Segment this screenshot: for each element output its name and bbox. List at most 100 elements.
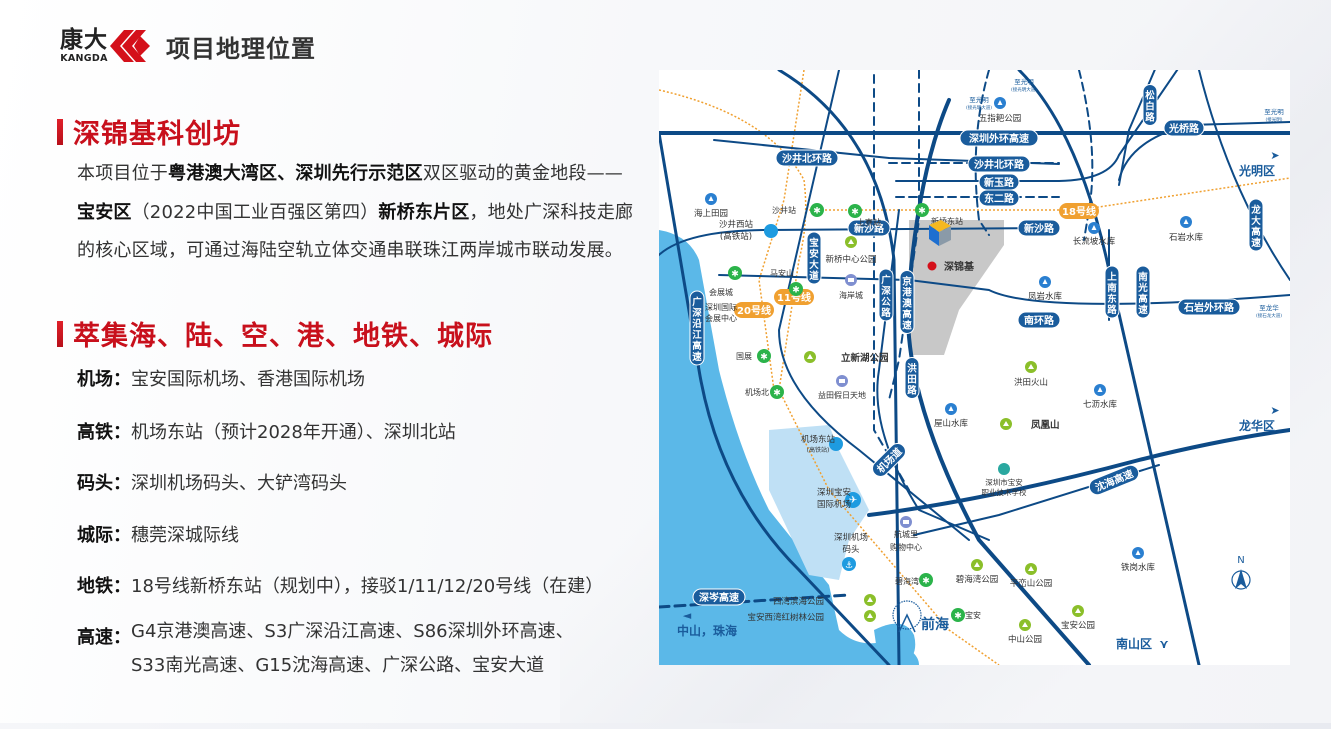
fact-value: 深圳机场码头、大铲湾码头 <box>131 473 347 494</box>
road-label-text: 新沙路 <box>1024 222 1055 235</box>
metro-station-icon <box>848 204 862 218</box>
high-speed-rail-icon <box>829 437 843 451</box>
poi-label: 沙井西站 <box>719 219 754 230</box>
intro-bold: 新桥东片区 <box>378 201 470 223</box>
road-label-text: 广 <box>881 274 891 286</box>
metro-station-label: 国展 <box>736 352 752 361</box>
mall-label: 益田假日天地 <box>818 390 866 400</box>
tree-glyph <box>1183 219 1189 224</box>
section-heading-transport: 萃集海、陆、空、港、地铁、城际 <box>57 314 493 353</box>
road-label-pill <box>692 588 746 606</box>
arrow-down-icon: ⋎ <box>1159 637 1169 651</box>
poi-label: 深圳机场 <box>834 532 868 543</box>
road-songbai <box>1118 70 1156 186</box>
road-dashed-north <box>873 74 910 491</box>
map-canvas: 深圳外环高速沙井北环路沙井北环路新玉路东二路新沙路新沙路光桥路南环路石岩外环路沈… <box>659 70 1290 665</box>
metro-line-18 <box>809 177 1290 211</box>
fact-intercity: 城际：穗莞深城际线 <box>77 521 239 547</box>
road-label-text: 南 <box>1107 282 1117 294</box>
fact-label: 地铁： <box>77 576 131 597</box>
intro-bold: 宝安区 <box>77 201 132 223</box>
park-label: 平峦山公园 <box>1010 578 1053 589</box>
district-label: 光明区 <box>1238 163 1275 178</box>
direction-note-sub: (接光明) <box>1265 116 1282 123</box>
tree-glyph <box>1091 225 1097 230</box>
road-label-text: 东二路 <box>984 192 1015 205</box>
park-label: 立新湖公园 <box>841 352 889 364</box>
direction-note: 至光明 <box>969 95 989 104</box>
road-label-text: 宝 <box>809 237 819 249</box>
road-label-text: 江 <box>692 329 702 341</box>
park-tree-glyph <box>1022 622 1028 627</box>
road-label: 新沙路 <box>1017 219 1061 237</box>
metro-station-label: 沙井站 <box>772 205 796 215</box>
road-label-text: 路 <box>907 385 917 397</box>
direction-note-sub: (接光明大道) <box>1011 86 1037 93</box>
road-label-text: 道 <box>809 270 819 282</box>
reservoir-label: 海上田园 <box>694 208 728 219</box>
road-label-text: 光桥路 <box>1168 122 1200 135</box>
fact-label: 码头： <box>77 473 131 494</box>
intro-text: 双区驱动的黄金地段—— <box>422 163 624 184</box>
road-hongtian-dashed <box>888 70 920 401</box>
tree-glyph <box>1042 279 1048 284</box>
ferris-wheel-stand <box>898 613 916 633</box>
road-label-pill <box>872 443 906 477</box>
park-tree-glyph <box>807 354 813 359</box>
road-label-text: 深 <box>881 285 891 297</box>
reservoir-label: 五指耙公园 <box>979 113 1022 124</box>
poi-sublabel: (高铁站) <box>807 446 830 454</box>
poi-label: 深圳市宝安 <box>985 477 1023 487</box>
reservoir-label: 屋山水库 <box>934 418 969 429</box>
road-label-text: 路 <box>1145 112 1155 124</box>
direction-note: 至光明 <box>1264 107 1284 116</box>
direction-note: 至龙华 <box>1259 303 1279 312</box>
section-title: 萃集海、陆、空、港、地铁、城际 <box>73 321 493 352</box>
direction-note: 至光明 <box>1014 77 1034 86</box>
road-longda <box>1198 70 1290 281</box>
intro-text: 本项目位于 <box>77 163 168 184</box>
metro-line-badge <box>774 289 814 305</box>
road-label-pill <box>1088 464 1140 496</box>
road-label-text: 大 <box>1251 215 1261 227</box>
metro-station-label: 宝安 <box>965 610 981 620</box>
district-label: 龙华区 <box>1239 418 1275 433</box>
arrow-left-icon: ◄ <box>683 609 692 622</box>
metro-line-badge <box>734 302 774 318</box>
road-label-pill <box>806 231 822 285</box>
road-label-text: 龙 <box>1250 204 1261 216</box>
park-tree-glyph <box>1028 566 1034 571</box>
fact-value: 机场东站（预计2028年开通）、深圳北站 <box>131 422 456 443</box>
road-label-text: 沿 <box>692 318 702 330</box>
metro-station-label: 碧海湾 <box>895 576 919 586</box>
road-label-text: 高 <box>1251 226 1261 238</box>
project-cube-right <box>939 226 951 246</box>
reservoir-label: 铁岗水库 <box>1121 562 1156 573</box>
metro-station-icon <box>951 608 965 622</box>
fact-pier: 码头：深圳机场码头、大铲湾码头 <box>77 469 347 495</box>
road-label-text: 光 <box>1137 282 1148 294</box>
road-label-text: 高 <box>902 309 912 321</box>
mall-label: 购物中心 <box>890 542 922 552</box>
road-label-text: 速 <box>692 351 702 363</box>
fact-label: 机场： <box>77 369 131 390</box>
airplane-icon <box>845 492 861 508</box>
road-yanjiang <box>659 131 891 665</box>
compass-label: N <box>1237 555 1244 566</box>
road-shenhai <box>867 428 1290 517</box>
anchor-icon <box>842 557 856 571</box>
reservoir-label: 石岩水库 <box>1169 232 1204 243</box>
road-label-pill <box>1163 119 1205 137</box>
road-label-text: 广 <box>692 296 702 308</box>
header: 康大 KANGDA 项目地理位置 <box>60 24 316 68</box>
poi-sublabel: (高铁站) <box>720 231 752 242</box>
metro-line-badge <box>1059 203 1099 219</box>
park-label: 凤凰山 <box>1031 419 1060 431</box>
poi-label: 职业技术学校 <box>982 487 1027 497</box>
metro-glyph: ✱ <box>918 207 926 217</box>
location-map[interactable]: 深圳外环高速沙井北环路沙井北环路新玉路东二路新沙路新沙路光桥路南环路石岩外环路沈… <box>659 70 1290 665</box>
road-label-text: 公 <box>881 297 891 308</box>
road-baoan-dadao <box>777 70 970 541</box>
metro-glyph: ✱ <box>760 353 768 363</box>
road-label-pill <box>1135 265 1151 319</box>
